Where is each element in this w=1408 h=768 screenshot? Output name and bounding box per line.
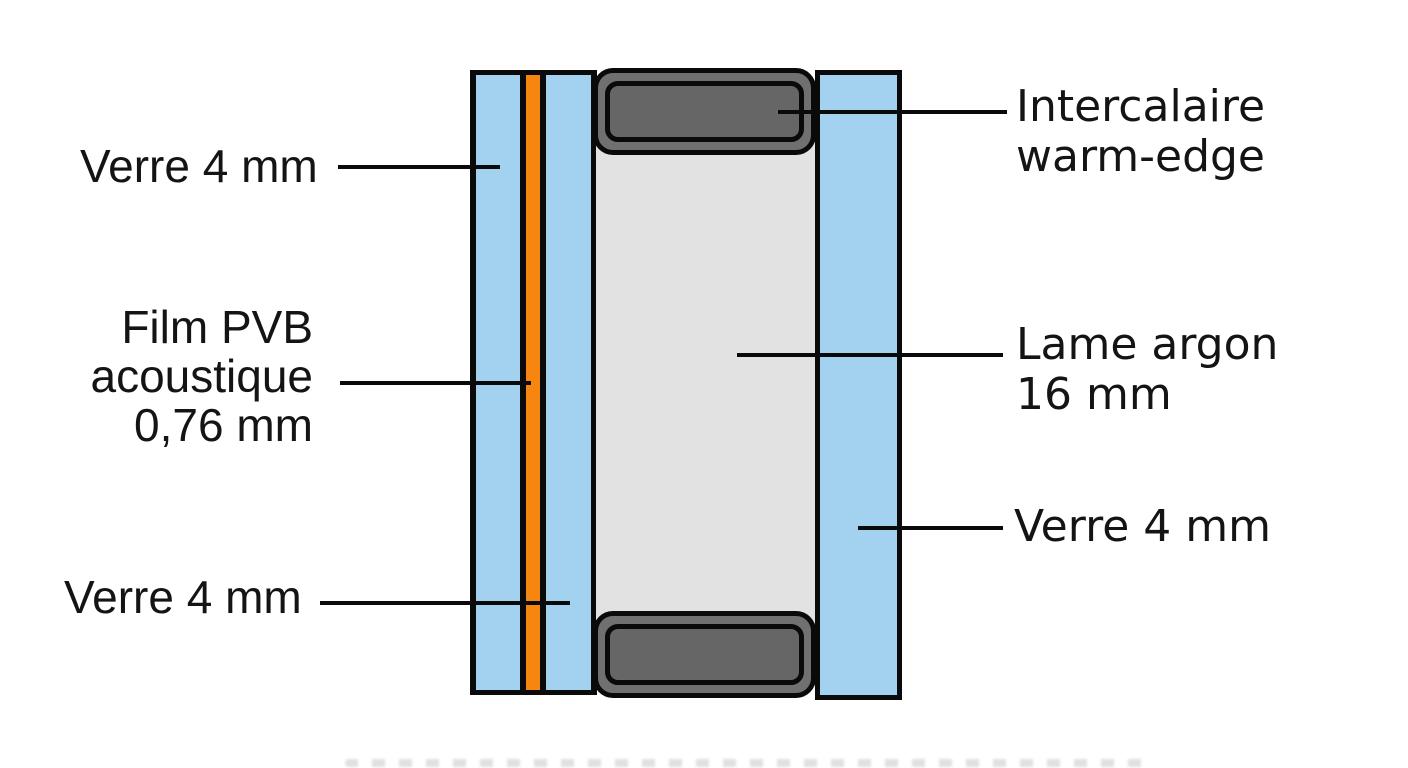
- leader-line-intercalaire: [778, 110, 1007, 114]
- pvb-film-layer: [526, 75, 540, 690]
- label-verre-left-top: Verre 4 mm: [80, 140, 318, 192]
- argon-cavity: [596, 108, 815, 682]
- label-lame-argon: Lame argon 16 mm: [1016, 320, 1278, 420]
- bottom-edge-artifact: [345, 759, 1155, 767]
- label-film-pvb-line3: 0,76 mm: [134, 399, 313, 451]
- label-verre-left-bottom: Verre 4 mm: [64, 571, 302, 623]
- label-film-pvb-line2: acoustique: [90, 350, 314, 402]
- leader-line-verre-right: [858, 526, 1003, 530]
- inner-glass-pane: [546, 75, 591, 690]
- label-intercalaire-line1: Intercalaire: [1016, 81, 1266, 132]
- label-intercalaire: Intercalaire warm-edge: [1016, 82, 1265, 182]
- leader-line-verre-left-top: [338, 165, 500, 169]
- label-intercalaire-line2: warm-edge: [1016, 131, 1266, 182]
- label-film-pvb-line1: Film PVB: [121, 301, 313, 353]
- warm-edge-spacer-bottom: [593, 611, 816, 698]
- leader-line-verre-left-bottom: [320, 601, 570, 605]
- leader-line-lame-argon: [737, 353, 1003, 357]
- label-lame-argon-line2: 16 mm: [1016, 369, 1172, 420]
- right-glass-pane: [815, 70, 902, 700]
- spacer-bottom-core: [605, 624, 804, 685]
- label-film-pvb: Film PVB acoustique 0,76 mm: [55, 301, 314, 451]
- label-lame-argon-line1: Lame argon: [1016, 319, 1279, 370]
- leader-line-film-pvb: [340, 381, 531, 385]
- label-verre-right: Verre 4 mm: [1014, 501, 1271, 552]
- spacer-top-core: [605, 81, 804, 142]
